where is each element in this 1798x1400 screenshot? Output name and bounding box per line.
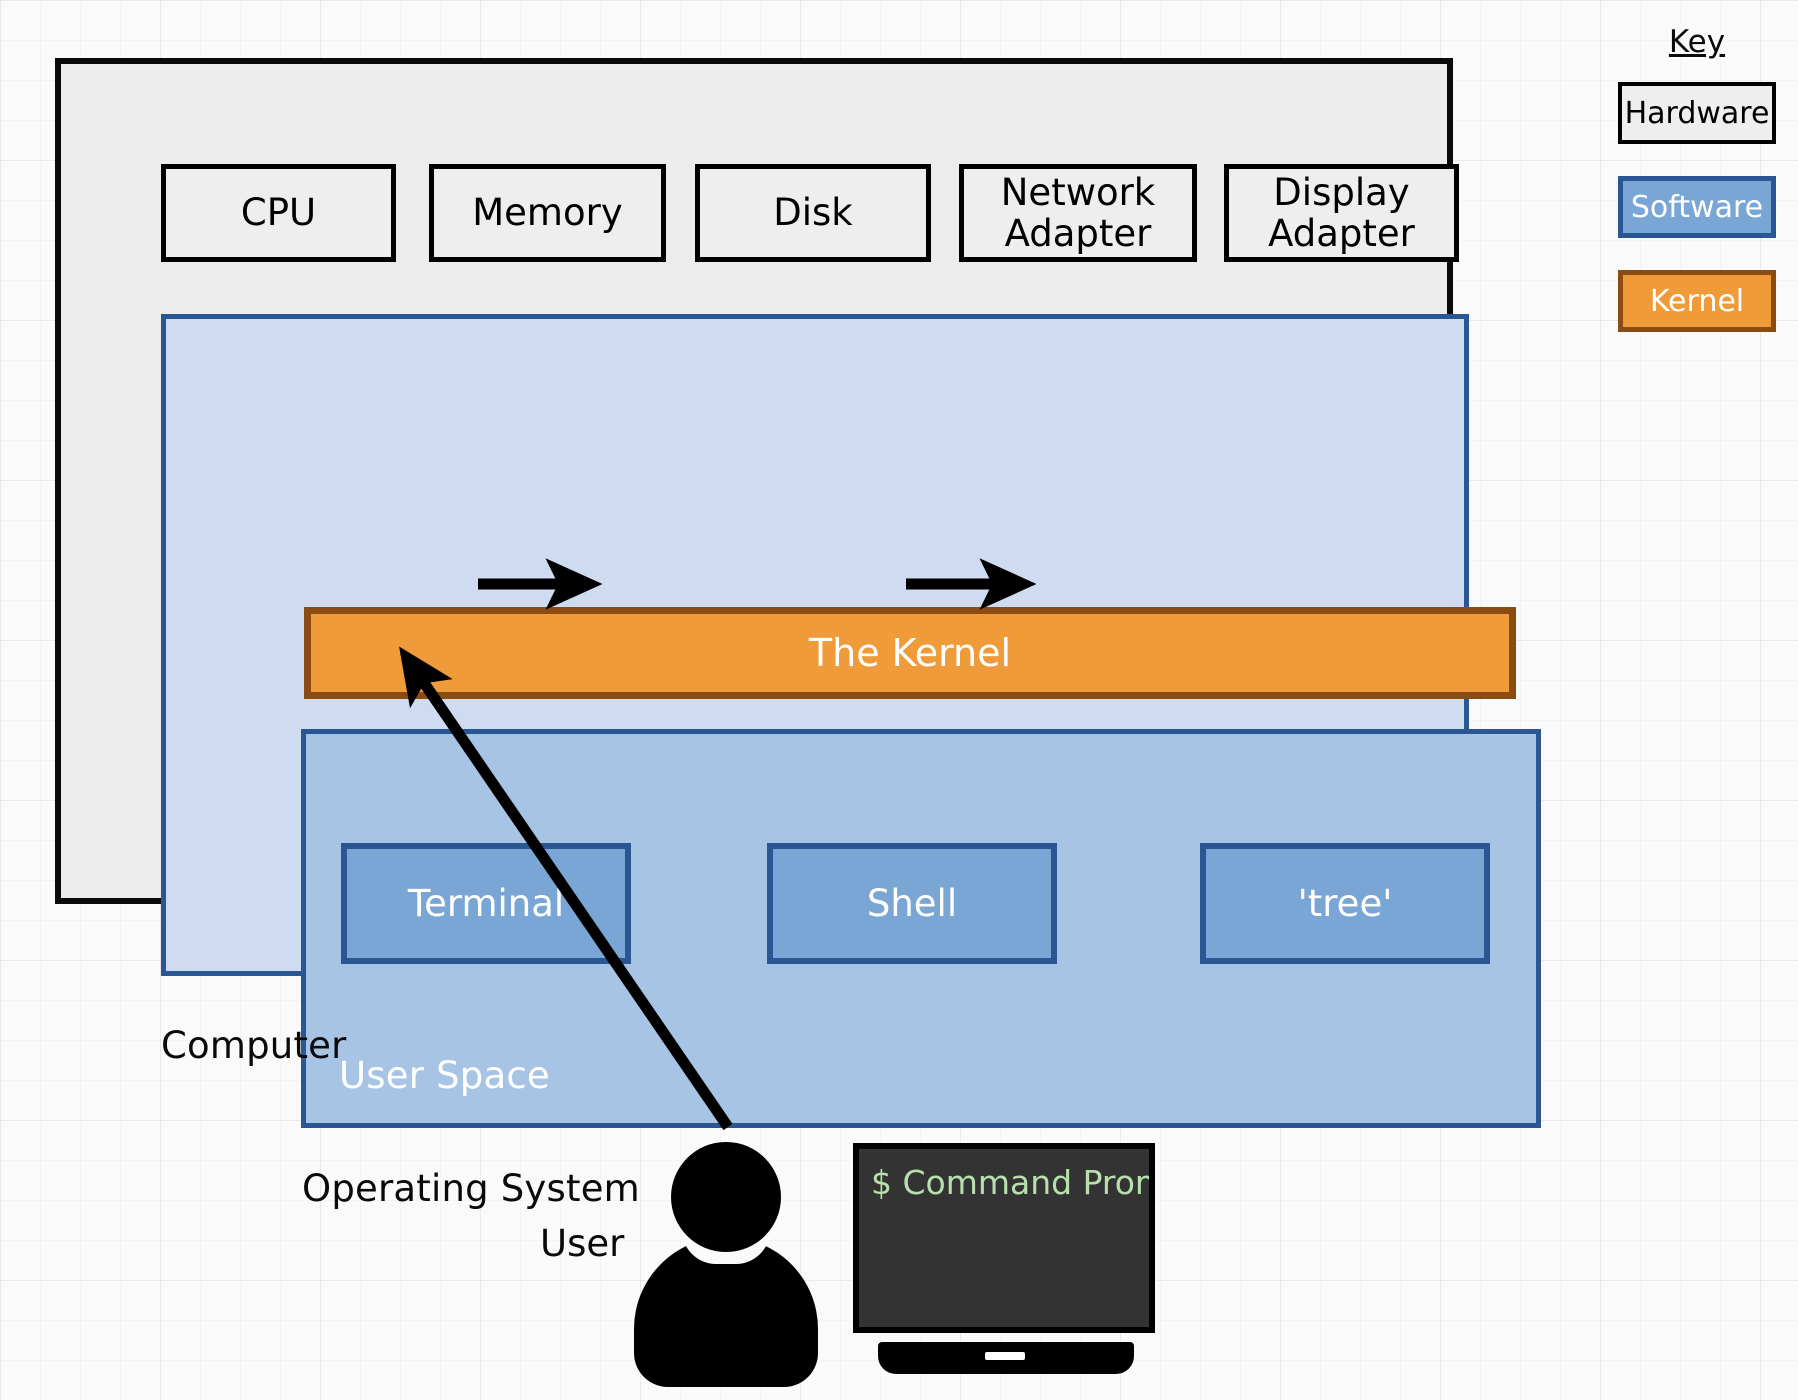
user-avatar-icon (630, 1142, 820, 1387)
key-item-kernel-label: Kernel (1649, 283, 1745, 319)
operating-system-label: Operating System (302, 1167, 640, 1210)
hardware-box-network-adapter-label: Network Adapter (1000, 170, 1156, 255)
operating-system-container: The Kernel Terminal Shell 'tree' User Sp… (161, 314, 1541, 1210)
process-box-terminal-label: Terminal (407, 881, 565, 925)
key-item-hardware-label: Hardware (1624, 95, 1770, 131)
user-head-shape (671, 1142, 781, 1252)
key-title: Key (1668, 24, 1726, 60)
process-box-tree[interactable]: 'tree' (1200, 843, 1490, 964)
key-item-software[interactable]: Software (1618, 176, 1776, 238)
monitor-stand-notch (985, 1352, 1025, 1360)
hardware-box-disk-label: Disk (773, 191, 853, 235)
process-box-shell[interactable]: Shell (767, 843, 1057, 964)
hardware-box-disk[interactable]: Disk (695, 164, 931, 262)
key-item-kernel[interactable]: Kernel (1618, 270, 1776, 332)
hardware-box-network-adapter[interactable]: Network Adapter (959, 164, 1197, 262)
key-item-hardware[interactable]: Hardware (1618, 82, 1776, 144)
process-box-shell-label: Shell (866, 881, 958, 925)
hardware-box-memory[interactable]: Memory (429, 164, 666, 262)
kernel-box-label: The Kernel (808, 630, 1012, 675)
user-space-label: User Space (339, 1054, 550, 1097)
computer-label: Computer (161, 1024, 347, 1067)
hardware-box-cpu-label: CPU (240, 191, 317, 235)
process-box-terminal[interactable]: Terminal (341, 843, 631, 964)
monitor-screen[interactable]: $ Command Prompt (853, 1143, 1155, 1333)
kernel-box[interactable]: The Kernel (304, 607, 1516, 699)
monitor-command-prompt-text: $ Command Prompt (871, 1163, 1149, 1202)
hardware-box-memory-label: Memory (472, 191, 623, 235)
hardware-box-display-adapter[interactable]: Display Adapter (1224, 164, 1459, 262)
hardware-box-display-adapter-label: Display Adapter (1268, 170, 1415, 255)
computer-container: CPU Memory Disk Network Adapter Display … (55, 58, 1541, 1210)
key-item-software-label: Software (1630, 189, 1764, 225)
user-label: User (540, 1222, 625, 1265)
hardware-box-cpu[interactable]: CPU (161, 164, 396, 262)
process-box-tree-label: 'tree' (1297, 881, 1393, 925)
key-legend-panel: Key Hardware Software Kernel (1612, 24, 1782, 364)
